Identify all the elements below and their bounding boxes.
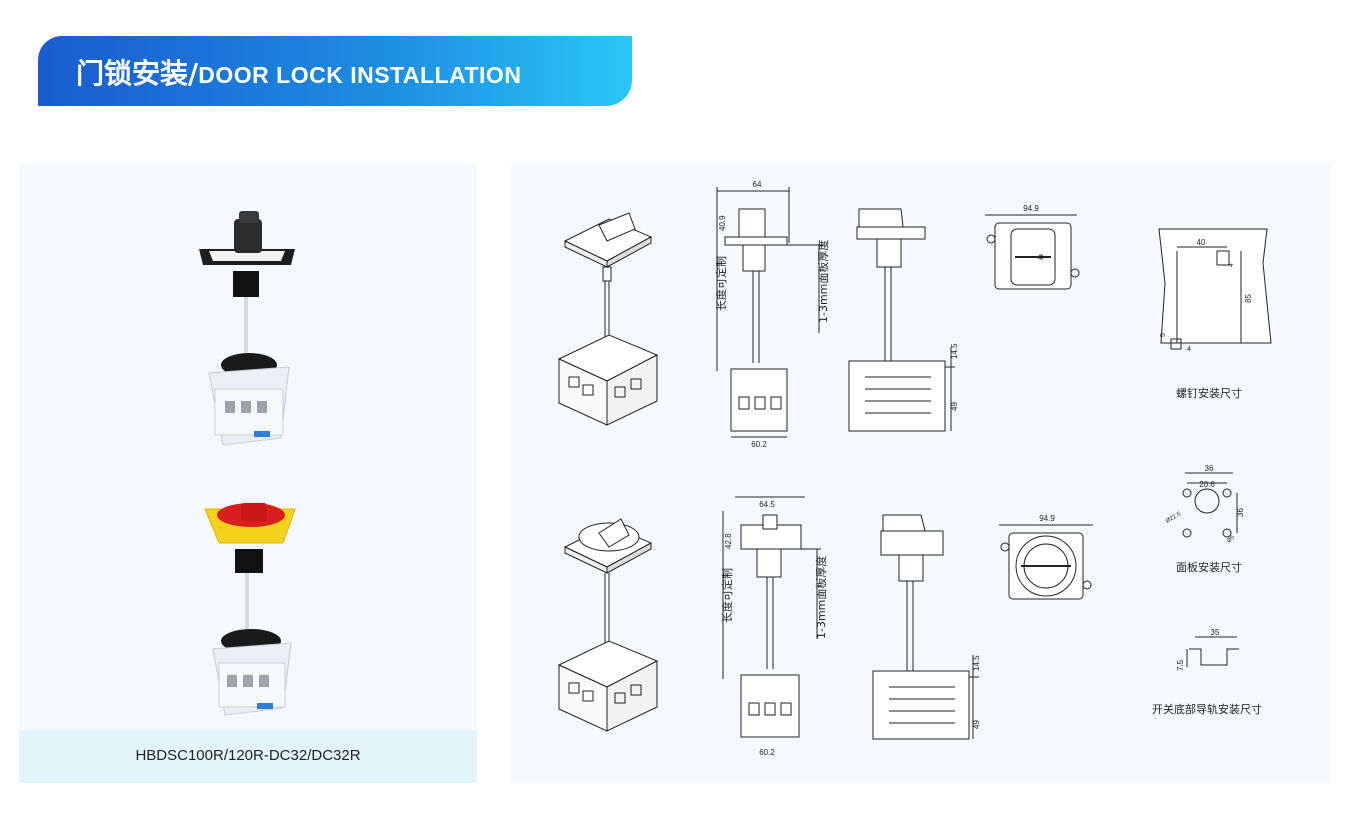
panel-dim-5: Ø5 [1226, 534, 1236, 544]
technical-drawings-panel: 64 40.9 长度可定制 1-3mm面板厚度 60.2 14.5 49 [511, 163, 1331, 783]
row1-dim-width: 64 [753, 180, 762, 189]
product-black-handle [199, 211, 295, 446]
header-banner: 门锁安装/DOOR LOCK INSTALLATION [38, 36, 632, 106]
screw-mount-label: 螺钉安装尺寸 [1176, 386, 1242, 400]
panel-dim-20-6: 20.6 [1199, 480, 1215, 489]
screw-dim-5: 5 [1160, 333, 1167, 337]
row1-isometric [557, 212, 659, 426]
title-separator: / [188, 57, 199, 90]
product-model: HBDSC100R/120R-DC32/DC32R [135, 747, 361, 764]
row1-length-note: 长度可定制 [714, 256, 728, 311]
title-cn: 门锁安装 [76, 57, 189, 90]
screw-dim-40: 40 [1197, 238, 1206, 247]
row1-dim-front: 94.9 [1023, 204, 1039, 213]
row1-dim-height: 40.9 [718, 215, 727, 231]
panel-mount-label: 面板安装尺寸 [1176, 560, 1242, 574]
row1-panel-note: 1-3mm面板厚度 [816, 240, 830, 323]
row1-side-view [716, 187, 823, 438]
row2-dim-14-5: 14.5 [972, 655, 981, 671]
row1-front-view [848, 208, 955, 432]
row2-isometric [557, 518, 659, 732]
screw-mount-drawing [1158, 228, 1272, 350]
product-illustrations [199, 211, 296, 716]
row1-top-view [985, 214, 1080, 290]
row2-front-view [872, 514, 979, 740]
row2-length-note: 长度可定制 [720, 568, 734, 623]
row1-dim-14-5: 14.5 [950, 343, 959, 359]
row2-dim-front: 94.9 [1039, 514, 1055, 523]
rail-dim-35: 35 [1211, 628, 1220, 637]
row2-dim-base: 60.2 [759, 748, 775, 757]
row2-panel-note: 1-3mm面板厚度 [814, 556, 828, 639]
row1-dim-49: 49 [950, 402, 959, 411]
page-title: 门锁安装/DOOR LOCK INSTALLATION [76, 52, 521, 92]
panel-mount-drawing [1182, 472, 1238, 538]
product-photo-panel: HBDSC100R/120R-DC32/DC32R [19, 163, 477, 783]
drawings-svg: 64 40.9 长度可定制 1-3mm面板厚度 60.2 14.5 49 [557, 180, 1272, 757]
rail-mount-label: 开关底部导轨安装尺寸 [1152, 702, 1262, 716]
screw-dim-4b: 4 [1187, 346, 1191, 353]
rail-mount-drawing [1186, 636, 1239, 667]
screw-dim-85: 85 [1244, 294, 1253, 303]
row2-dim-height: 42.8 [724, 533, 733, 549]
caption-strip: HBDSC100R/120R-DC32/DC32R [19, 730, 477, 783]
product-red-yellow-handle [204, 503, 296, 716]
screw-dim-4a: 4 [1228, 263, 1235, 267]
row2-dim-49: 49 [972, 720, 981, 729]
row2-top-view [999, 524, 1093, 600]
panel-dim-22-5: Ø22.5 [1165, 511, 1183, 525]
row1-dim-base: 60.2 [751, 440, 767, 449]
row2-side-view [722, 496, 821, 738]
title-en: DOOR LOCK INSTALLATION [198, 62, 522, 88]
row2-dim-width: 64.5 [759, 500, 775, 509]
panel-dim-36b: 36 [1236, 508, 1245, 517]
rail-dim-7-5: 7.5 [1176, 659, 1185, 671]
panel-dim-36a: 36 [1205, 464, 1214, 473]
